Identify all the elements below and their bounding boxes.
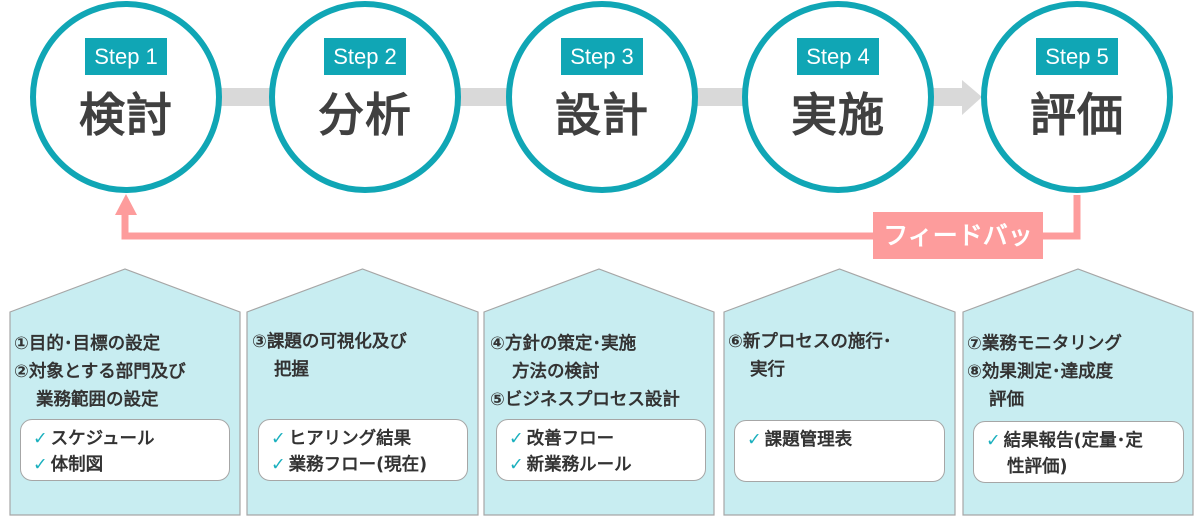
task: 実行 [750, 360, 785, 380]
step-1: Step 1 検討 [33, 38, 219, 145]
step-title: 評価 [1030, 88, 1124, 142]
check-icon: ✓ [33, 455, 48, 475]
step-label: Step 2 [324, 38, 406, 75]
tasks-1: ①目的･目標の設定 ②対象とする部門及び 業務範囲の設定 [14, 330, 186, 414]
step-title: 検討 [79, 88, 173, 142]
step-5: Step 5 評価 [984, 38, 1170, 145]
step-circle-1 [30, 1, 222, 193]
output: 改善フロー [526, 429, 615, 449]
step-label: Step 3 [561, 38, 643, 75]
step-circle-3 [506, 1, 698, 193]
output: スケジュール [50, 429, 155, 449]
outputs-1: ✓スケジュール ✓体制図 [20, 419, 230, 481]
flow-arrow-head [962, 80, 982, 115]
check-icon: ✓ [271, 429, 286, 449]
feedback-arrow-head [115, 194, 137, 215]
feedback-line [121, 195, 1081, 240]
check-icon: ✓ [509, 429, 524, 449]
tasks-4: ⑥新プロセスの施行･ 実行 [728, 328, 892, 384]
task: ②対象とする部門及び [14, 362, 186, 382]
check-icon: ✓ [33, 429, 48, 449]
step-circle-4 [742, 1, 934, 193]
task: ⑥新プロセスの施行･ [728, 332, 892, 352]
step-3: Step 3 設計 [509, 38, 695, 145]
task: ①目的･目標の設定 [14, 334, 161, 354]
step-circle-2 [269, 1, 461, 193]
step-circle-5 [981, 1, 1173, 193]
output: 業務フロー(現在) [288, 455, 428, 475]
outputs-2: ✓ヒアリング結果 ✓業務フロー(現在) [258, 419, 468, 481]
task: 業務範囲の設定 [36, 390, 159, 410]
output: ヒアリング結果 [288, 429, 412, 449]
step-4: Step 4 実施 [745, 38, 931, 145]
tasks-3: ④方針の策定･実施 方法の検討 ⑤ビジネスプロセス設計 [490, 330, 680, 414]
task: 方法の検討 [512, 362, 600, 382]
output: 性評価) [1007, 457, 1068, 477]
feedback-label: フィードバック [873, 212, 1043, 297]
output: 結果報告(定量･定 [1003, 431, 1143, 451]
task: ⑦業務モニタリング [967, 334, 1122, 354]
check-icon: ✓ [747, 430, 762, 450]
step-title: 設計 [555, 88, 649, 142]
step-2: Step 2 分析 [272, 38, 458, 145]
task: ④方針の策定･実施 [490, 334, 637, 354]
task: 把握 [274, 360, 309, 380]
step-label: Step 4 [797, 38, 879, 75]
check-icon: ✓ [509, 455, 524, 475]
output: 課題管理表 [764, 430, 853, 450]
outputs-5: ✓結果報告(定量･定 性評価) [973, 421, 1184, 483]
outputs-3: ✓改善フロー ✓新業務ルール [496, 419, 706, 481]
step-label: Step 1 [85, 38, 167, 75]
tasks-5: ⑦業務モニタリング ⑧効果測定･達成度 評価 [967, 330, 1122, 414]
task: 評価 [989, 390, 1024, 410]
task: ⑧効果測定･達成度 [967, 362, 1114, 382]
task: ③課題の可視化及び [252, 332, 407, 352]
output: 新業務ルール [526, 455, 632, 475]
check-icon: ✓ [271, 455, 286, 475]
output: 体制図 [50, 455, 104, 475]
check-icon: ✓ [986, 431, 1001, 451]
task: ⑤ビジネスプロセス設計 [490, 390, 680, 410]
step-title: 実施 [791, 88, 885, 142]
step-label: Step 5 [1036, 38, 1118, 75]
step-title: 分析 [318, 88, 412, 142]
tasks-2: ③課題の可視化及び 把握 [252, 328, 407, 384]
outputs-4: ✓課題管理表 [734, 420, 945, 482]
